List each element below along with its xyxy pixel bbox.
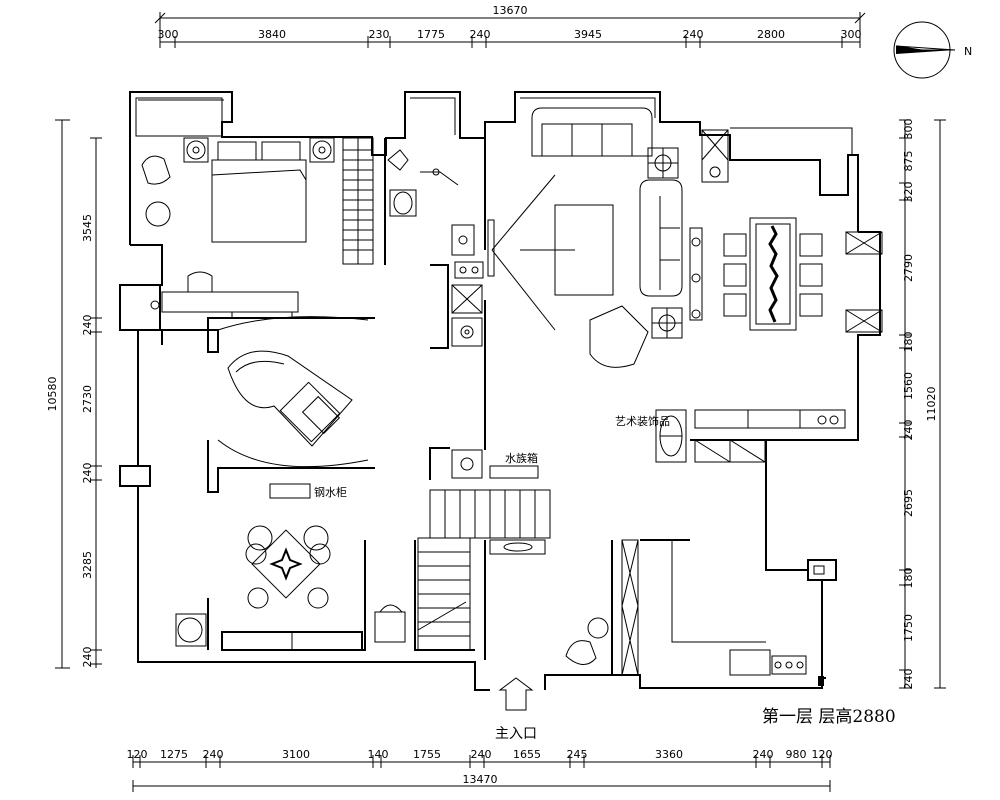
bottom-dim-12: 980 <box>786 748 807 761</box>
bottom-dim-6: 1755 <box>413 748 441 761</box>
left-dim-1: 3545 <box>81 214 94 242</box>
top-dim-1: 300 <box>158 28 179 41</box>
right-dim-5: 180 <box>902 332 915 353</box>
bottom-dim-4: 3100 <box>282 748 310 761</box>
bottom-dim-10: 3360 <box>655 748 683 761</box>
right-dim-7: 240 <box>902 420 915 441</box>
bottom-overall-dim: 13470 <box>463 773 498 786</box>
top-dim-3: 230 <box>369 28 390 41</box>
bottom-dim-8: 1655 <box>513 748 541 761</box>
right-overall-dim: 11020 <box>925 387 938 422</box>
entrance-label: 主入口 <box>495 726 537 742</box>
left-dim-6: 240 <box>81 647 94 668</box>
top-dim-7: 240 <box>683 28 704 41</box>
bottom-dim-5: 140 <box>368 748 389 761</box>
right-dim-3: 320 <box>902 182 915 203</box>
art-display-label: 艺术装饰品 <box>615 414 670 428</box>
right-dim-2: 875 <box>902 151 915 172</box>
left-dim-2: 240 <box>81 315 94 336</box>
bottom-dim-9: 245 <box>567 748 588 761</box>
right-dim-4: 2790 <box>902 254 915 282</box>
bottom-dim-2: 1275 <box>160 748 188 761</box>
top-dim-5: 240 <box>470 28 491 41</box>
left-dim-4: 240 <box>81 463 94 484</box>
entrance-area: 主入口 <box>495 617 807 742</box>
left-dim-3: 2730 <box>81 385 94 413</box>
bottom-dim-13: 120 <box>812 748 833 761</box>
aquarium-label: 水族箱 <box>505 451 538 465</box>
top-dimension-chain: 13670 300 3840 230 1775 240 3945 240 280… <box>154 4 866 48</box>
bathroom-fixtures <box>387 149 484 347</box>
top-dim-6: 3945 <box>574 28 602 41</box>
floor-title: 第一层 层高2880 <box>762 707 896 727</box>
bedroom-furniture <box>141 137 374 319</box>
piano-cabinet-label: 钢水柜 <box>314 486 347 499</box>
bottom-dim-11: 240 <box>753 748 774 761</box>
right-dimension-chain: 300 875 320 2790 180 1560 240 2695 180 1… <box>899 119 946 690</box>
top-dim-4: 1775 <box>417 28 445 41</box>
right-dim-6: 1560 <box>902 372 915 400</box>
right-dim-8: 2695 <box>902 489 915 517</box>
compass-icon: N <box>893 21 972 79</box>
dining-furniture: 艺术装饰品 <box>615 217 846 463</box>
left-dim-5: 3285 <box>81 551 94 579</box>
exterior-walls <box>119 91 883 691</box>
bottom-dim-1: 120 <box>127 748 148 761</box>
right-dim-1: 300 <box>902 119 915 140</box>
left-overall-dim: 10580 <box>46 377 59 412</box>
right-dim-10: 1750 <box>902 614 915 642</box>
bottom-dim-3: 240 <box>203 748 224 761</box>
left-dimension-chain: 10580 3545 240 2730 240 3285 240 <box>46 119 102 669</box>
interior-walls <box>162 138 771 676</box>
right-dim-11: 240 <box>902 669 915 690</box>
top-dim-2: 3840 <box>258 28 286 41</box>
svg-text:N: N <box>964 45 972 58</box>
top-overall-dim: 13670 <box>493 4 528 17</box>
bottom-dim-7: 240 <box>471 748 492 761</box>
living-room-furniture <box>487 107 729 368</box>
small-dining-set <box>175 525 406 647</box>
top-dim-8: 2800 <box>757 28 785 41</box>
bottom-dimension-chain: 120 1275 240 3100 140 1755 240 1655 245 … <box>127 748 833 792</box>
piano-area: 钢水柜 <box>217 316 369 499</box>
top-dim-9: 300 <box>841 28 862 41</box>
staircase: 水族箱 <box>417 449 551 651</box>
right-dim-9: 180 <box>902 568 915 589</box>
